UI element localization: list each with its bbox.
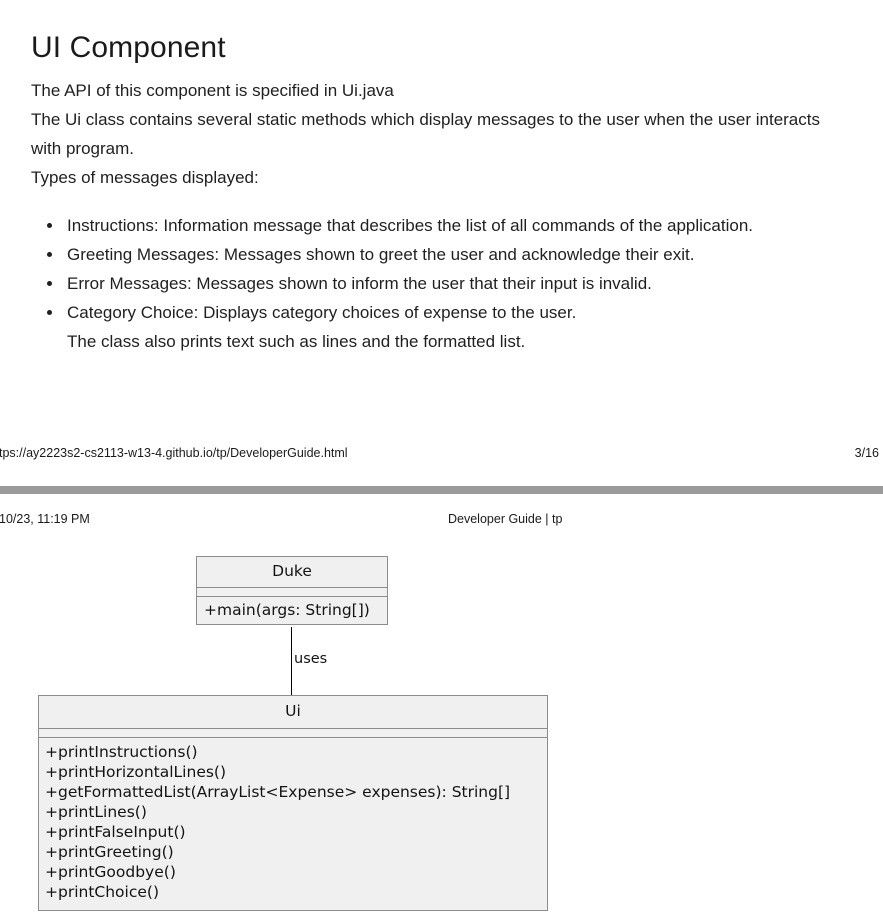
method-print-instructions: +printInstructions()	[45, 743, 198, 762]
class-methods-ui: +printInstructions() +printHorizontalLin…	[39, 738, 547, 910]
list-item: Error Messages: Messages shown to inform…	[47, 269, 867, 298]
method-print-horizontal-lines: +printHorizontalLines()	[45, 763, 227, 782]
page-one: UI Component The API of this component i…	[0, 31, 883, 466]
intro-paragraphs: The API of this component is specified i…	[31, 76, 821, 192]
uses-connector-label: uses	[294, 651, 328, 667]
list-item-text: Greeting Messages: Messages shown to gre…	[67, 245, 695, 264]
footer-page-number: 3/16	[854, 446, 879, 460]
intro-line-1: The API of this component is specified i…	[31, 81, 394, 100]
list-item-subtext: The class also prints text such as lines…	[67, 332, 526, 351]
header-title: Developer Guide | tp	[448, 512, 563, 526]
class-name-duke: Duke	[197, 557, 387, 589]
list-item-text: Category Choice: Displays category choic…	[67, 303, 577, 322]
class-name-ui: Ui	[39, 696, 547, 730]
footer-url: tps://ay2223s2-cs2113-w13-4.github.io/tp…	[0, 446, 348, 460]
method-print-lines: +printLines()	[45, 803, 147, 822]
uses-connector-line	[291, 627, 292, 696]
list-item-text: Instructions: Information message that d…	[67, 216, 754, 235]
class-attributes-ui	[39, 729, 547, 739]
page-one-footer: tps://ay2223s2-cs2113-w13-4.github.io/tp…	[0, 446, 883, 466]
method-print-choice: +printChoice()	[45, 883, 159, 902]
method-print-goodbye: +printGoodbye()	[45, 863, 176, 882]
class-methods-duke: +main(args: String[])	[197, 597, 387, 624]
header-timestamp: 10/23, 11:19 PM	[0, 512, 90, 526]
intro-line-2: The Ui class contains several static met…	[31, 110, 820, 158]
page-two-header: 10/23, 11:19 PM Developer Guide | tp	[0, 512, 883, 532]
page-break-separator	[0, 486, 883, 494]
method-main: +main(args: String[])	[204, 601, 370, 620]
uml-class-duke: Duke +main(args: String[])	[196, 556, 388, 626]
uml-class-ui: Ui +printInstructions() +printHorizontal…	[38, 695, 548, 912]
intro-line-3: Types of messages displayed:	[31, 168, 259, 187]
list-item: Instructions: Information message that d…	[47, 211, 867, 240]
page-title: UI Component	[31, 31, 226, 65]
method-print-false-input: +printFalseInput()	[45, 823, 186, 842]
list-item: Greeting Messages: Messages shown to gre…	[47, 240, 867, 269]
list-item: Category Choice: Displays category choic…	[47, 298, 867, 356]
message-types-list: Instructions: Information message that d…	[31, 211, 867, 356]
method-get-formatted-list: +getFormattedList(ArrayList<Expense> exp…	[45, 783, 511, 802]
list-item-text: Error Messages: Messages shown to inform…	[67, 274, 652, 293]
class-attributes-duke	[197, 588, 387, 598]
method-print-greeting: +printGreeting()	[45, 843, 174, 862]
